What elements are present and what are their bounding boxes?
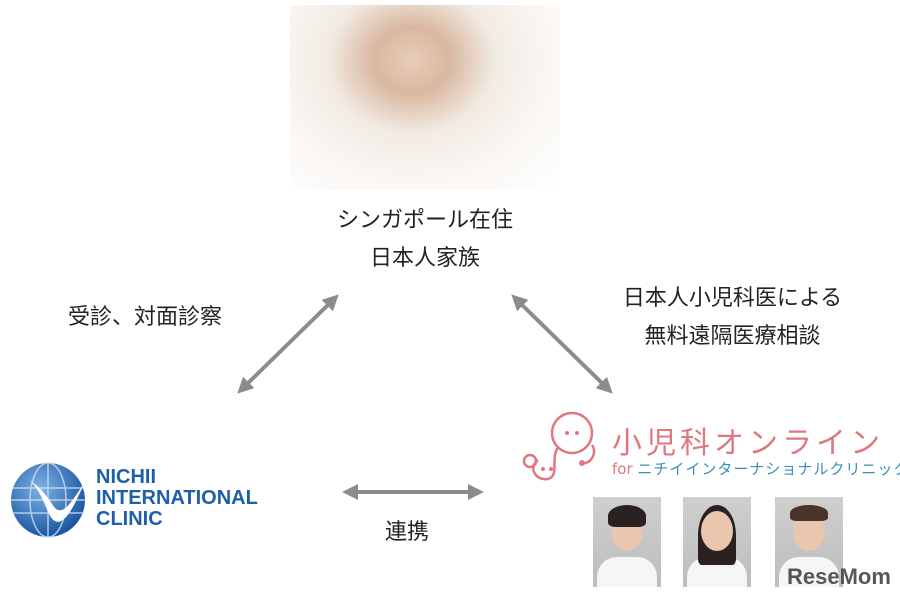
bottom-relation-label: 連携 — [385, 520, 430, 545]
doctor-photo-3 — [775, 497, 843, 587]
right-double-arrow — [511, 294, 613, 394]
left-double-arrow — [237, 294, 339, 394]
left-relation-label: 受診、対面診察 — [68, 305, 223, 330]
pediatric-mascot-icon — [522, 411, 596, 481]
nichii-logo-text: NICHII INTERNATIONAL CLINIC — [96, 467, 258, 530]
mother-baby-photo — [290, 5, 560, 190]
resemom-watermark: ReseMom — [787, 564, 891, 589]
doctor-photo-2 — [683, 497, 751, 587]
nichii-logo-line1: NICHII — [96, 466, 156, 488]
pediatric-logo-for: for — [612, 460, 633, 478]
family-label-line2: 日本人家族 — [369, 246, 480, 271]
doctor-photo-1 — [593, 497, 661, 587]
pediatric-logo-title: 小児科オンライン — [612, 426, 884, 461]
nichii-logo-line2: INTERNATIONAL — [96, 487, 258, 509]
nichii-logo-line3: CLINIC — [96, 508, 163, 530]
nichii-globe-icon — [11, 462, 86, 538]
pediatric-logo-subtitle-row: for ニチイインターナショナルクリニック — [612, 458, 900, 479]
family-label-line1: シンガポール在住 — [336, 208, 513, 233]
pediatric-logo-subtitle: ニチイインターナショナルクリニック — [637, 460, 900, 478]
right-relation-label-line2: 無料遠隔医療相談 — [644, 324, 821, 349]
right-relation-label-line1: 日本人小児科医による — [622, 286, 843, 311]
